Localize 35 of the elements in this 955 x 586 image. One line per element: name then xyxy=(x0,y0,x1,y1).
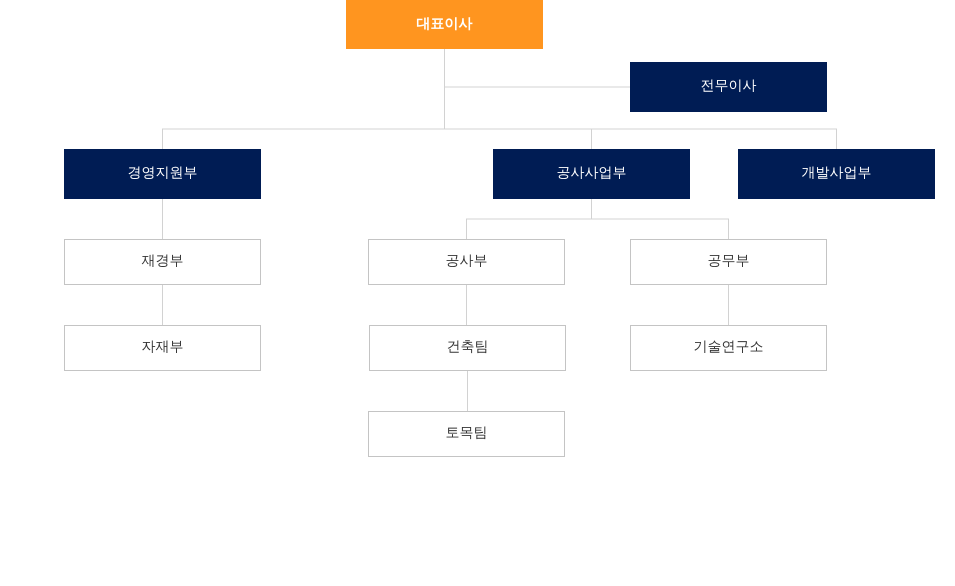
org-unit-label: 공사부 xyxy=(446,253,488,271)
connector-line xyxy=(728,284,729,326)
connector-line xyxy=(591,218,729,240)
org-unit-label: 전무이사 xyxy=(700,78,756,96)
org-unit-label: 재경부 xyxy=(142,253,184,271)
outlined-org-box xyxy=(64,325,261,371)
org-unit-label: 대표이사 xyxy=(416,16,472,34)
outlined-org-box xyxy=(369,325,566,371)
org-unit-label: 기술연구소 xyxy=(694,339,764,357)
filled-org-box xyxy=(738,149,935,199)
org-unit-label: 공무부 xyxy=(708,253,750,271)
org-unit-label: 경영지원부 xyxy=(128,165,198,183)
connector-line xyxy=(591,198,592,220)
connector-line xyxy=(444,48,445,130)
connector-line xyxy=(162,284,163,326)
connector-line xyxy=(444,86,630,88)
connector-line xyxy=(162,198,163,240)
filled-org-box xyxy=(64,149,261,199)
outlined-org-box xyxy=(368,411,565,457)
outlined-org-box xyxy=(368,239,565,285)
filled-org-box xyxy=(630,62,827,112)
connector-line xyxy=(467,370,468,412)
connector-line xyxy=(466,284,467,326)
filled-org-box xyxy=(493,149,690,199)
org-unit-label: 건축팀 xyxy=(446,339,488,357)
org-unit-label: 개발사업부 xyxy=(802,165,872,183)
outlined-org-box xyxy=(630,325,827,371)
outlined-org-box xyxy=(64,239,261,285)
org-unit-label: 자재부 xyxy=(142,339,184,357)
connector-line xyxy=(466,218,592,240)
org-unit-label: 공사사업부 xyxy=(556,165,626,183)
org-unit-label: 토목팀 xyxy=(446,425,488,443)
connector-line xyxy=(162,128,445,150)
highlighted-org-box xyxy=(346,0,543,49)
outlined-org-box xyxy=(630,239,827,285)
